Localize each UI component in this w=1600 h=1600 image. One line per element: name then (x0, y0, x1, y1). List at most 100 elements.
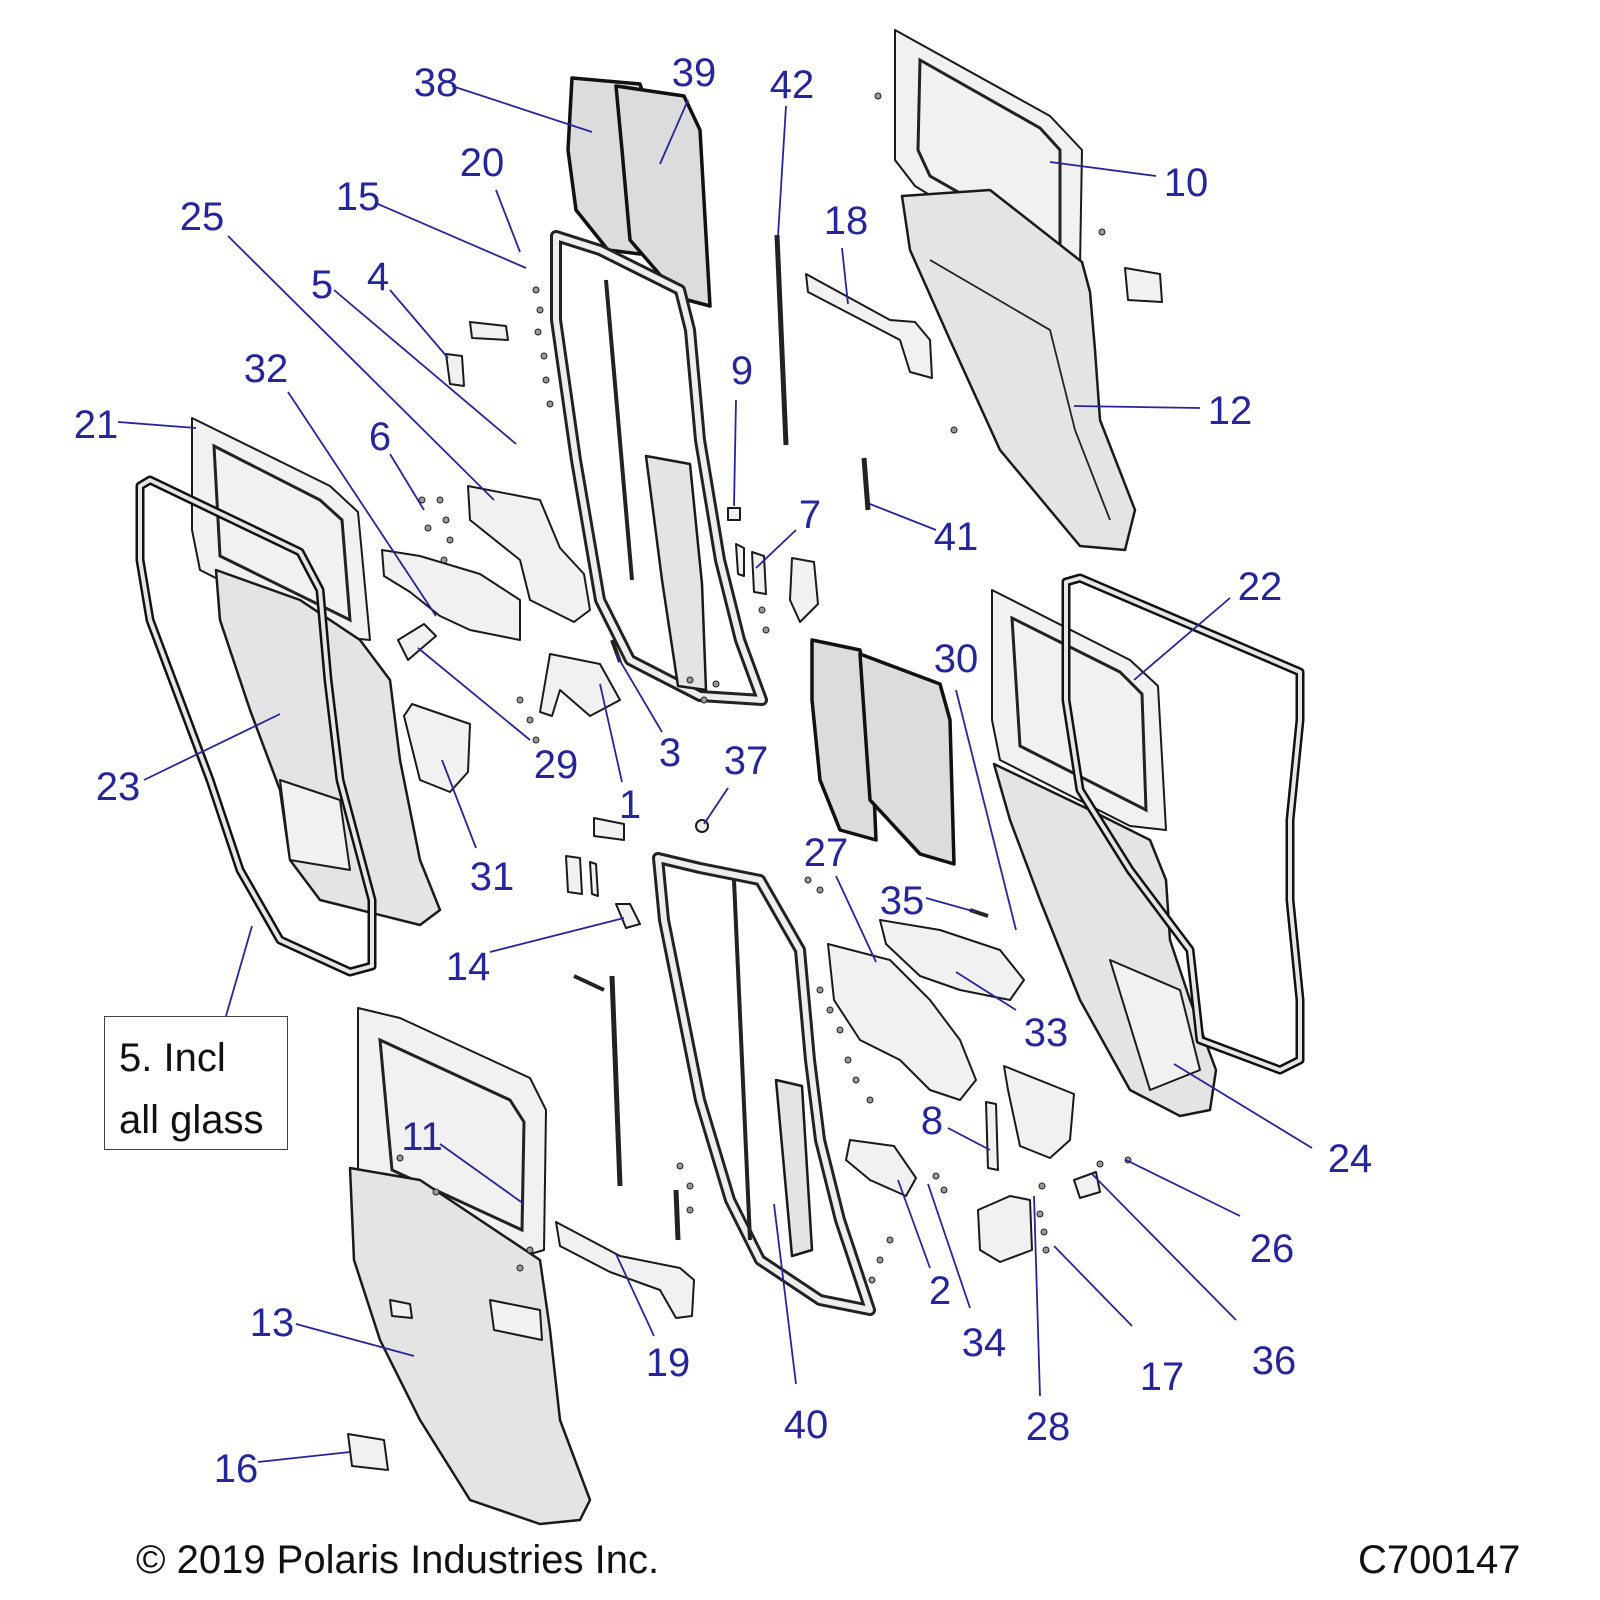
leader-30 (955, 689, 1017, 931)
leader-22 (1133, 597, 1231, 681)
leader-16 (257, 1451, 351, 1463)
part-22-window-frame (991, 589, 1167, 831)
leader-23 (143, 713, 281, 781)
leader-13 (295, 1323, 415, 1357)
callout-18: 18 (824, 199, 869, 243)
callout-26: 26 (1250, 1227, 1295, 1271)
callout-12: 12 (1208, 389, 1253, 433)
callout-39: 39 (672, 51, 717, 95)
part-upper-door-frame (550, 230, 768, 706)
leader-10 (1049, 161, 1157, 177)
part-lower-glass (810, 638, 956, 866)
leader-24 (1173, 1063, 1313, 1149)
part-31-pocket (403, 703, 471, 793)
callout-27: 27 (804, 831, 849, 875)
part-16-pad (347, 1433, 389, 1471)
leader-26 (1125, 1159, 1241, 1217)
copyright-text: © 2019 Polaris Industries Inc. (136, 1538, 660, 1582)
leader-4 (389, 289, 449, 359)
part-29-latch (397, 623, 437, 661)
part-23-door-panel (214, 568, 442, 927)
callout-32: 32 (244, 347, 289, 391)
callout-1: 1 (619, 783, 641, 827)
part-14-pad (615, 903, 641, 929)
part-24-door-panel (992, 762, 1218, 1118)
leader-18 (841, 247, 849, 305)
leader-lines (117, 85, 1313, 1463)
leader-14 (489, 917, 625, 953)
part-pocket-right (1003, 1065, 1075, 1159)
callout-8: 8 (921, 1099, 943, 1143)
part-42-strip (774, 234, 789, 446)
part-8-latch (977, 1101, 1101, 1263)
note-box: 5. Incl all glass (104, 1016, 288, 1150)
callout-35: 35 (880, 879, 925, 923)
callout-20: 20 (460, 141, 505, 185)
leader-11 (439, 1143, 525, 1205)
callout-25: 25 (180, 195, 225, 239)
callout-14: 14 (446, 945, 491, 989)
callout-22: 22 (1238, 565, 1283, 609)
part-4-handle (445, 353, 465, 387)
leader-17 (1053, 1245, 1133, 1327)
leader-6 (389, 453, 425, 511)
part-32-bracket (381, 549, 521, 641)
callout-13: 13 (250, 1301, 295, 1345)
callout-38: 38 (414, 61, 459, 105)
note-line-2: all glass (119, 1098, 264, 1142)
leader-8 (947, 1127, 991, 1151)
part-2-bracket (845, 1139, 917, 1197)
callout-23: 23 (96, 765, 141, 809)
leader-1 (599, 683, 623, 783)
drawing-id: C700147 (1358, 1538, 1521, 1582)
part-41-rod (861, 457, 871, 511)
part-27-plate (827, 943, 977, 1101)
callout-3: 3 (659, 731, 681, 775)
callout-5: 5 (311, 263, 333, 307)
leader-37 (703, 787, 729, 825)
callout-37: 37 (724, 739, 769, 783)
callout-11: 11 (401, 1115, 443, 1159)
callout-33: 33 (1024, 1011, 1069, 1055)
leader-5 (333, 289, 517, 445)
callout-21: 21 (74, 403, 119, 447)
part-lower-door-frame (652, 852, 876, 1316)
callout-31: 31 (470, 855, 515, 899)
leader-36 (1091, 1173, 1237, 1321)
callout-41: 41 (934, 515, 979, 559)
callout-17: 17 (1140, 1355, 1185, 1399)
callout-16: 16 (214, 1447, 259, 1491)
leader-31 (441, 759, 477, 849)
leader-20 (495, 189, 521, 253)
part-13-door-panel (348, 1166, 592, 1526)
leader-32 (287, 391, 437, 617)
leader-note (225, 925, 253, 1017)
leader-7 (755, 529, 797, 569)
part-artwork (135, 29, 1305, 1526)
part-33-bracket (879, 919, 1025, 1001)
leader-27 (835, 875, 877, 963)
callout-19: 19 (646, 1341, 691, 1385)
leader-15 (377, 203, 527, 269)
callout-34: 34 (962, 1321, 1007, 1365)
part-12-door-panel (900, 188, 1163, 552)
callout-28: 28 (1026, 1405, 1071, 1449)
part-18-bracket (805, 273, 933, 379)
callout-42: 42 (770, 63, 815, 107)
leader-39 (659, 99, 689, 165)
leader-25 (227, 235, 495, 501)
leader-29 (417, 647, 531, 741)
callout-9: 9 (731, 349, 753, 393)
callout-labels: 1 2 3 4 5 6 7 8 9 10 11 12 13 14 15 16 1… (74, 51, 1373, 1491)
callout-24: 24 (1328, 1137, 1373, 1181)
leader-33 (955, 971, 1017, 1011)
leader-19 (615, 1253, 655, 1337)
callout-15: 15 (336, 175, 381, 219)
callout-10: 10 (1164, 161, 1209, 205)
leader-3 (615, 653, 663, 733)
fasteners (396, 92, 1132, 1284)
callout-4: 4 (367, 255, 389, 299)
leader-9 (733, 399, 737, 507)
